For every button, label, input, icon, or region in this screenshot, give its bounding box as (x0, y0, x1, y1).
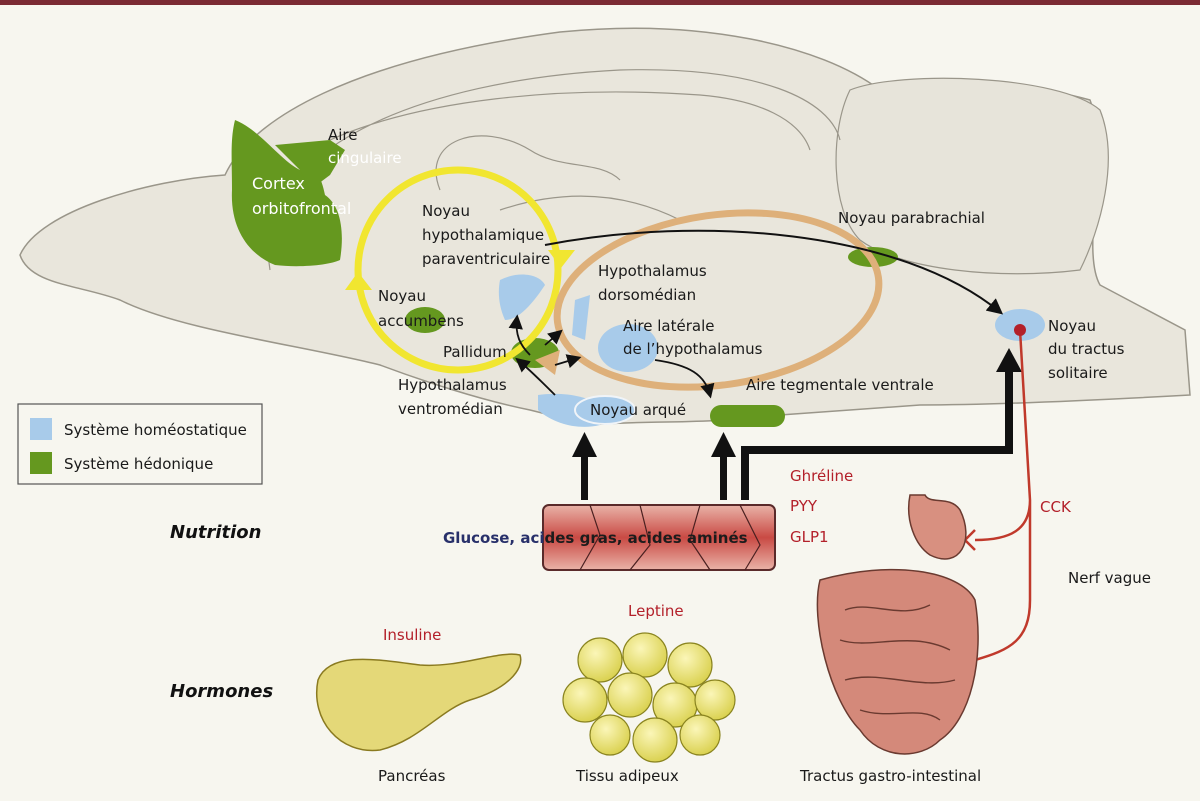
label-leptine: Leptine (628, 602, 684, 620)
label-nerf-vague: Nerf vague (1068, 569, 1151, 587)
label-nutrients: Glucose, acides gras, acides aminés (443, 529, 748, 547)
yellow-loop (354, 166, 562, 374)
nerf-vague-line (974, 329, 1032, 662)
legend-swatch-hedonic (30, 452, 52, 474)
label-pallidum: Pallidum (443, 343, 507, 361)
label-glp1: GLP1 (790, 528, 829, 546)
cortex-orbitofrontal-region (231, 120, 342, 267)
adipose-illustration (562, 632, 736, 763)
top-bar (0, 0, 1200, 5)
orange-arrow (535, 350, 560, 375)
orange-loop (553, 209, 883, 391)
aire-cingulaire-region (275, 140, 345, 190)
gut-illustration (816, 494, 979, 755)
label-ghreline: Ghréline (790, 467, 853, 485)
legend-label-homeostatic: Système homéostatique (64, 421, 247, 439)
section-hormones: Hormones (170, 681, 273, 702)
arrow-pallidum-up (508, 314, 531, 356)
label-pyy: PYY (790, 497, 818, 515)
arrow-pallidum-lh (554, 354, 582, 369)
legend-label-hedonic: Système hédonique (64, 455, 213, 473)
label-insuline: Insuline (383, 626, 441, 644)
label-tractus-gastro-intestinal: Tractus gastro-intestinal (799, 767, 981, 785)
label-tissu-adipeux: Tissu adipeux (575, 767, 679, 785)
arrow-vmh-pallidum (515, 357, 556, 396)
arrow-pallidum-dmh (544, 329, 563, 346)
yellow-arrow-left (345, 272, 372, 290)
lateral-hypothalamus-region (598, 324, 658, 372)
pvn-region (498, 274, 545, 320)
label-noyau-parabrachial: Noyau parabrachial (838, 209, 985, 227)
pvn-to-nts-arrow (544, 229, 1004, 315)
section-nutrition: Nutrition (170, 522, 262, 543)
brain-folds (435, 135, 681, 221)
nerf-vague-node (1014, 324, 1026, 336)
noyau-accumbens-region (405, 307, 445, 333)
arrow-lh-vta (654, 359, 715, 399)
blood-vessel (542, 504, 776, 571)
label-pancreas: Pancréas (378, 767, 446, 785)
label-noyau-arque: Noyau arqué (590, 401, 686, 419)
thick-arrows (572, 348, 1022, 500)
pancreas-illustration (316, 653, 522, 752)
legend-swatch-homeostatic (30, 418, 52, 440)
legend: Système homéostatique Système hédonique (17, 403, 263, 485)
dmh-region (572, 295, 590, 340)
cerebellum (835, 77, 1109, 275)
label-cck: CCK (1040, 498, 1072, 516)
aire-tegmentale-region (710, 405, 785, 427)
yellow-arrow-right (548, 250, 575, 268)
label-aire-tegmentale: Aire tegmentale ventrale (746, 376, 934, 394)
noyau-arque-region (574, 395, 636, 425)
